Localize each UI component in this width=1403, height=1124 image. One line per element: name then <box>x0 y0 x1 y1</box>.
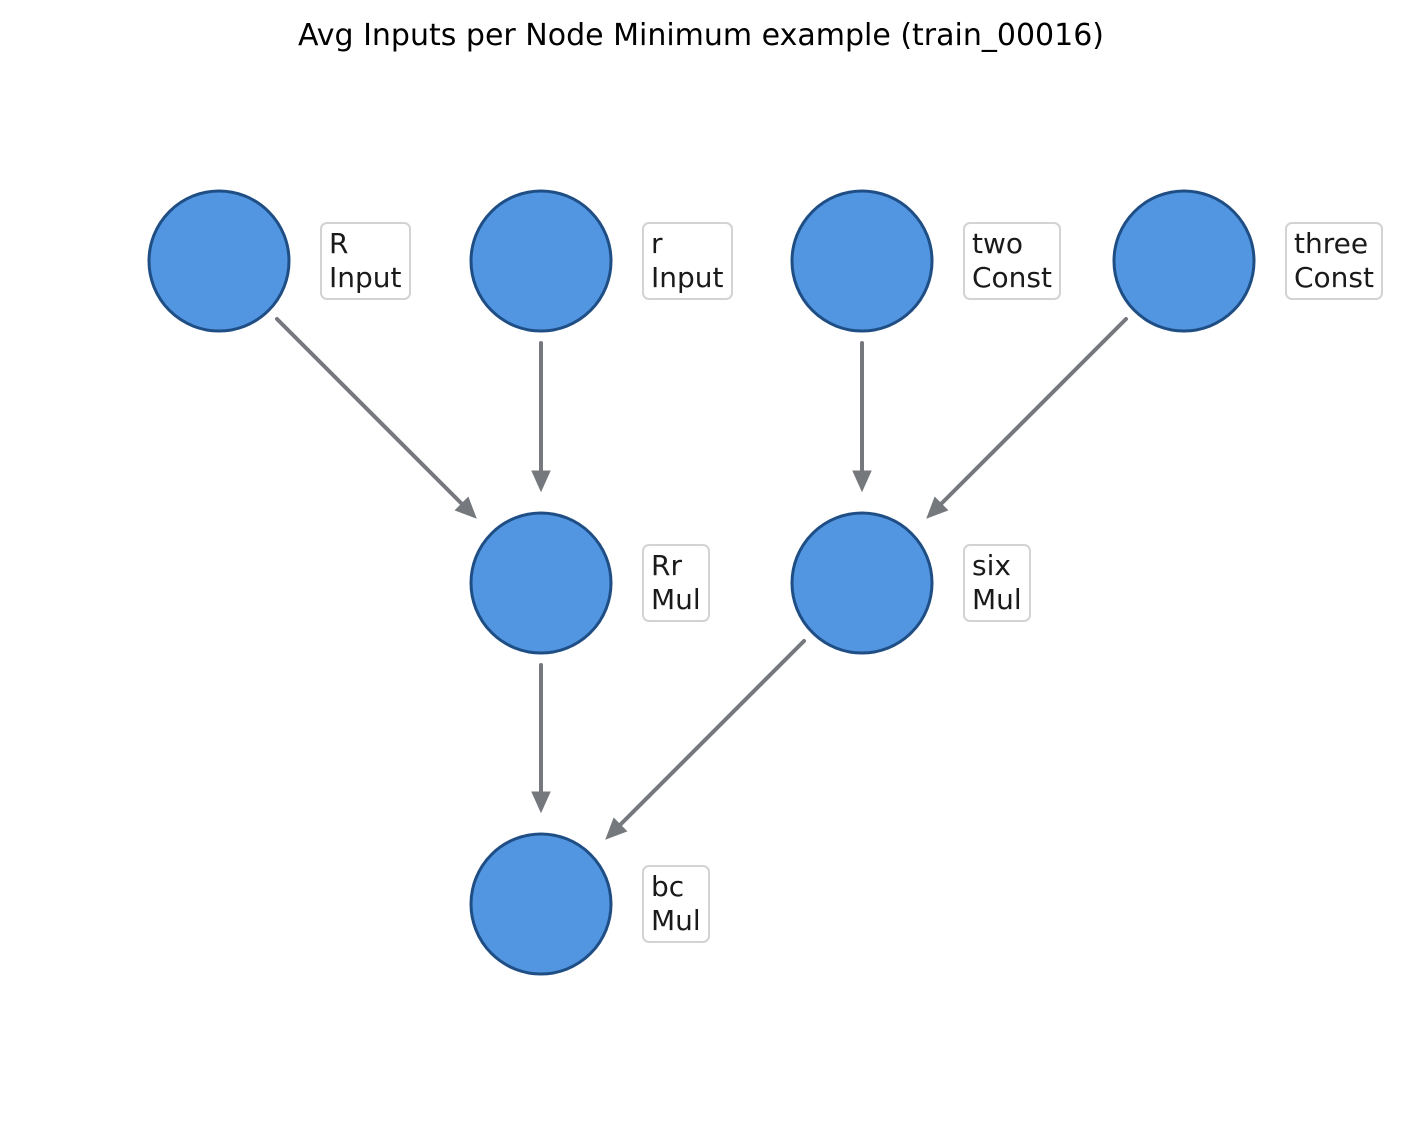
node-label-box <box>963 544 1031 622</box>
arrowhead-icon <box>531 470 551 493</box>
nodes-layer: RInputrInputtwoConstthreeConstRrMulsixMu… <box>147 189 1383 976</box>
edge-r-to-Rr <box>531 341 551 493</box>
edge-line <box>615 638 807 830</box>
node-name-text: r <box>651 227 663 260</box>
node-label-box <box>1285 222 1383 300</box>
node-op-text: Const <box>1294 261 1374 294</box>
node-circle[interactable] <box>1112 189 1256 333</box>
node-op-text: Input <box>651 261 724 294</box>
node-name-text: two <box>972 227 1023 260</box>
node-name-text: six <box>972 549 1011 582</box>
node-name-text: Rr <box>651 549 682 582</box>
arrowhead-icon <box>605 817 628 840</box>
node-label-box <box>642 222 733 300</box>
node-label-box <box>642 865 710 943</box>
node-op-text: Const <box>972 261 1052 294</box>
node-op-text: Mul <box>972 583 1022 616</box>
node-name-text: bc <box>651 870 684 903</box>
node-op-text: Input <box>329 261 402 294</box>
node-circle[interactable] <box>469 189 613 333</box>
edge-six-to-bc <box>605 638 807 840</box>
node-circle[interactable] <box>469 511 613 655</box>
edge-R-to-Rr <box>274 316 477 519</box>
edges-layer <box>274 316 1129 840</box>
edge-two-to-six <box>852 341 872 493</box>
node-circle[interactable] <box>469 832 613 976</box>
node-circle[interactable] <box>790 511 934 655</box>
node-label-box <box>642 544 710 622</box>
arrowhead-icon <box>852 470 872 493</box>
edge-three-to-six <box>926 316 1129 519</box>
node-circle[interactable] <box>147 189 291 333</box>
edge-Rr-to-bc <box>531 663 551 814</box>
node-name-text: R <box>329 227 348 260</box>
edge-line <box>936 316 1129 509</box>
arrowhead-icon <box>926 496 949 519</box>
node-op-text: Mul <box>651 583 701 616</box>
arrowhead-icon <box>454 496 477 519</box>
node-op-text: Mul <box>651 904 701 937</box>
diagram-title: Avg Inputs per Node Minimum example (tra… <box>298 18 1104 53</box>
node-label-box <box>320 222 411 300</box>
node-circle[interactable] <box>790 189 934 333</box>
arrowhead-icon <box>531 791 551 814</box>
edge-line <box>274 316 467 509</box>
node-name-text: three <box>1294 227 1368 260</box>
node-label-box <box>963 222 1061 300</box>
